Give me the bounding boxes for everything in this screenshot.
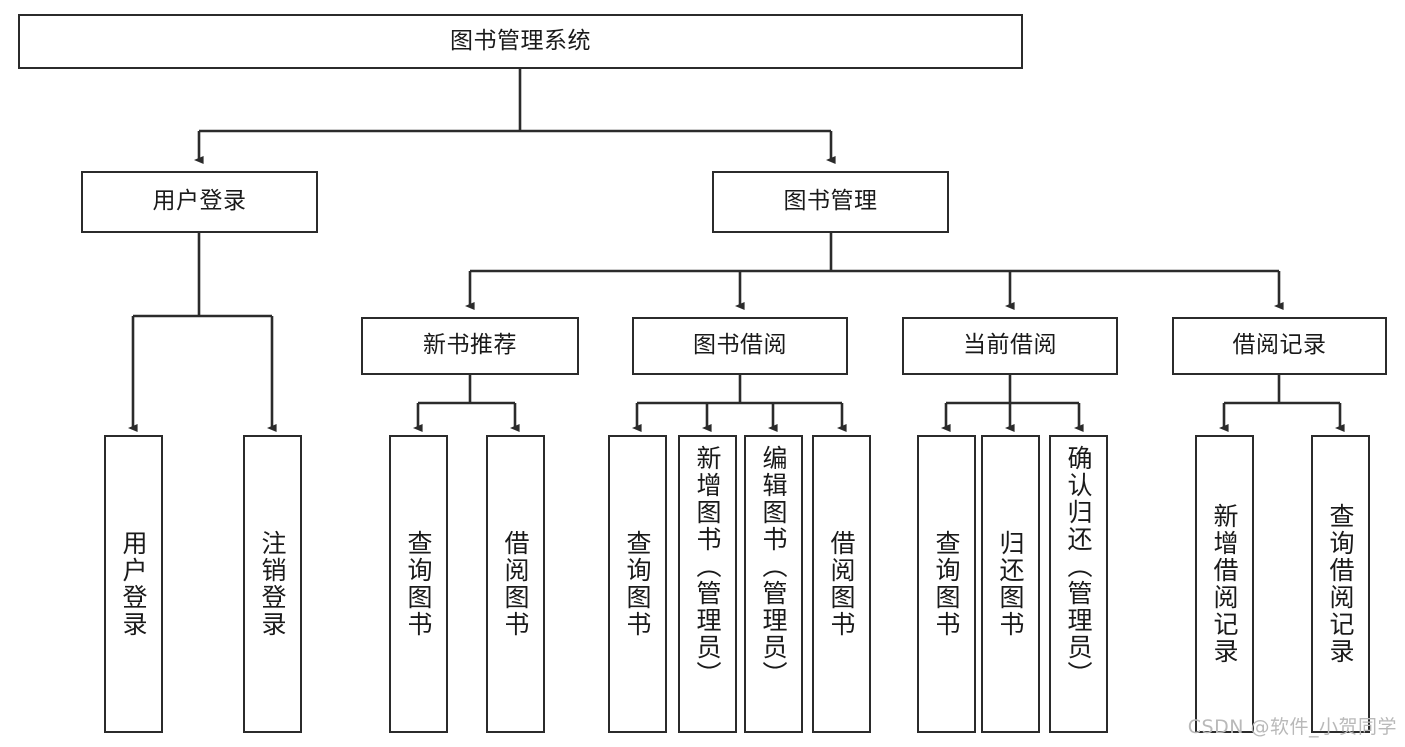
- csdn-watermark: CSDN @软件_小贺同学: [1187, 716, 1397, 738]
- leaf-current-confirm-return[interactable]: 确认归还（管理员）: [1049, 435, 1108, 733]
- leaf-user-login-logout[interactable]: 注销登录: [243, 435, 302, 733]
- node-root-label: 图书管理系统: [450, 27, 591, 54]
- leaf-record-add-record[interactable]: 新增借阅记录: [1195, 435, 1254, 733]
- leaf-user-login-logout-label: 注销登录: [258, 530, 287, 638]
- leaf-borrow-query-book[interactable]: 查询图书: [608, 435, 667, 733]
- leaf-current-return-book[interactable]: 归还图书: [981, 435, 1040, 733]
- leaf-current-query-book[interactable]: 查询图书: [917, 435, 976, 733]
- leaf-record-query-record[interactable]: 查询借阅记录: [1311, 435, 1370, 733]
- leaf-borrow-edit-book-label: 编辑图书（管理员）: [759, 445, 788, 688]
- node-new-book-recommend[interactable]: 新书推荐: [361, 317, 579, 375]
- node-current-borrow-label: 当前借阅: [963, 332, 1057, 359]
- node-current-borrow[interactable]: 当前借阅: [902, 317, 1118, 375]
- leaf-borrow-add-book-label: 新增图书（管理员）: [693, 445, 722, 688]
- node-book-management[interactable]: 图书管理: [712, 171, 949, 233]
- leaf-current-return-book-label: 归还图书: [996, 530, 1025, 638]
- node-book-borrow-label: 图书借阅: [693, 332, 787, 359]
- leaf-new-book-borrow[interactable]: 借阅图书: [486, 435, 545, 733]
- node-borrow-record[interactable]: 借阅记录: [1172, 317, 1387, 375]
- leaf-borrow-edit-book[interactable]: 编辑图书（管理员）: [744, 435, 803, 733]
- leaf-borrow-query-book-label: 查询图书: [623, 530, 652, 638]
- leaf-user-login-login-label: 用户登录: [119, 530, 148, 638]
- leaf-current-query-book-label: 查询图书: [932, 530, 961, 638]
- leaf-new-book-query-label: 查询图书: [404, 530, 433, 638]
- leaf-current-confirm-return-label: 确认归还（管理员）: [1064, 445, 1093, 688]
- node-user-login[interactable]: 用户登录: [81, 171, 318, 233]
- node-user-login-label: 用户登录: [152, 188, 247, 215]
- leaf-borrow-borrow-book-label: 借阅图书: [827, 530, 856, 638]
- leaf-record-query-record-label: 查询借阅记录: [1326, 503, 1355, 665]
- leaf-new-book-borrow-label: 借阅图书: [501, 530, 530, 638]
- node-book-management-label: 图书管理: [783, 188, 878, 215]
- node-borrow-record-label: 借阅记录: [1232, 332, 1327, 359]
- leaf-new-book-query[interactable]: 查询图书: [389, 435, 448, 733]
- leaf-user-login-login[interactable]: 用户登录: [104, 435, 163, 733]
- node-book-borrow[interactable]: 图书借阅: [632, 317, 848, 375]
- node-root[interactable]: 图书管理系统: [18, 14, 1023, 69]
- leaf-borrow-borrow-book[interactable]: 借阅图书: [812, 435, 871, 733]
- leaf-borrow-add-book[interactable]: 新增图书（管理员）: [678, 435, 737, 733]
- node-new-book-recommend-label: 新书推荐: [423, 332, 517, 359]
- leaf-record-add-record-label: 新增借阅记录: [1210, 503, 1239, 665]
